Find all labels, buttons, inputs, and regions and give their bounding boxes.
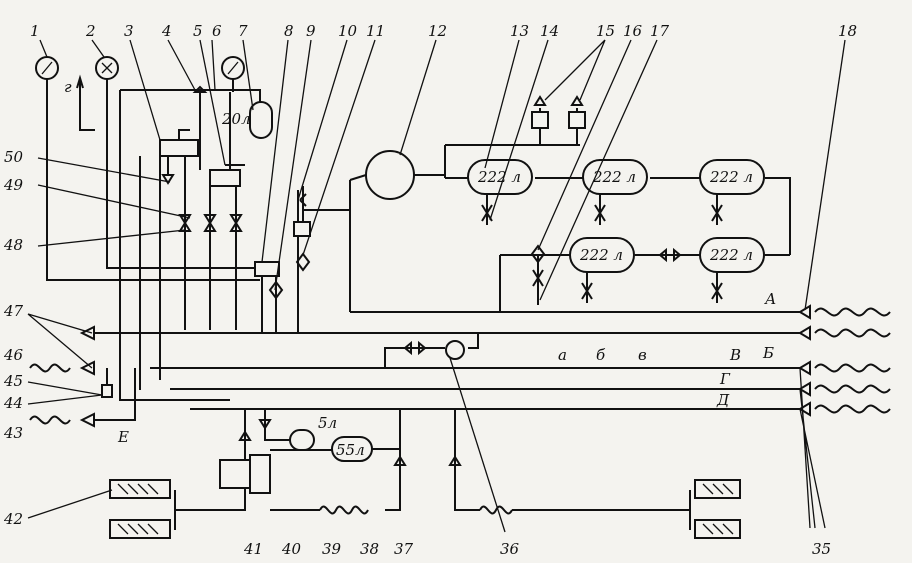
callout-1: 1 [30, 22, 40, 40]
callout-numbers: 1 2 3 4 5 6 7 8 9 10 11 12 13 14 15 16 1… [3, 22, 857, 558]
callout-50: 50 [4, 148, 24, 166]
callout-39: 39 [322, 540, 342, 558]
callout-44: 44 [3, 394, 23, 412]
callout-45: 45 [3, 372, 23, 390]
tank-222-3-label: 222 л [709, 168, 753, 186]
callout-13: 13 [510, 22, 529, 40]
tank-222-4-label: 222 л [579, 246, 623, 264]
callout-43: 43 [3, 424, 23, 442]
callout-3: 3 [124, 22, 134, 40]
callout-49: 49 [3, 176, 24, 194]
callout-38: 38 [360, 540, 379, 558]
right-couplings [798, 304, 891, 417]
reservoir-20l-label: 20л [221, 110, 251, 128]
callout-15: 15 [596, 22, 615, 40]
callout-18: 18 [838, 22, 857, 40]
callout-37: 37 [394, 540, 414, 558]
line-letter-b: б [596, 346, 606, 364]
callout-11: 11 [366, 22, 385, 40]
callout-6: 6 [212, 22, 222, 40]
main-lines [95, 180, 800, 410]
line-letter-D: Д [716, 391, 730, 409]
callout-16: 16 [623, 22, 643, 40]
callout-5: 5 [193, 22, 203, 40]
line-letter-A: А [764, 290, 776, 308]
compressor [349, 144, 580, 200]
callout-2: 2 [85, 22, 96, 40]
line-letter-G: Г [719, 370, 731, 388]
reservoir-20l: 20л [221, 101, 273, 139]
line-letter-v: в [638, 346, 647, 364]
valve-group [76, 74, 261, 401]
callout-17: 17 [650, 22, 670, 40]
reservoir-5l-label: 5л [318, 414, 337, 432]
valves-8-11 [254, 186, 350, 333]
tank-222-2-label: 222 л [592, 168, 636, 186]
line-letter-V: В [729, 346, 741, 364]
callout-12: 12 [428, 22, 447, 40]
line-letters: А Б В Г Д Е а б в г [64, 78, 776, 446]
tank-222-1-label: 222 л [477, 168, 521, 186]
line-letter-E: Е [117, 428, 129, 446]
check-valve [384, 333, 479, 368]
leader-lines [27, 39, 846, 533]
callout-40: 40 [281, 540, 302, 558]
callout-14: 14 [540, 22, 559, 40]
brake-section: 5л 55л [109, 409, 741, 539]
reservoir-55l-label: 55л [336, 441, 365, 459]
tank-222-5-label: 222 л [709, 246, 753, 264]
callout-9: 9 [306, 22, 316, 40]
callout-36: 36 [500, 540, 520, 558]
callout-35: 35 [812, 540, 831, 558]
callout-8: 8 [284, 22, 294, 40]
callout-46: 46 [3, 346, 24, 364]
line-letter-B: Б [762, 344, 774, 362]
callout-7: 7 [238, 22, 248, 40]
callout-41: 41 [243, 540, 263, 558]
line-letter-a: а [558, 346, 567, 364]
callout-10: 10 [338, 22, 358, 40]
callout-48: 48 [3, 236, 23, 254]
callout-42: 42 [3, 510, 23, 528]
callout-4: 4 [161, 22, 172, 40]
callout-47: 47 [3, 302, 24, 320]
line-letter-g: г [64, 78, 72, 96]
